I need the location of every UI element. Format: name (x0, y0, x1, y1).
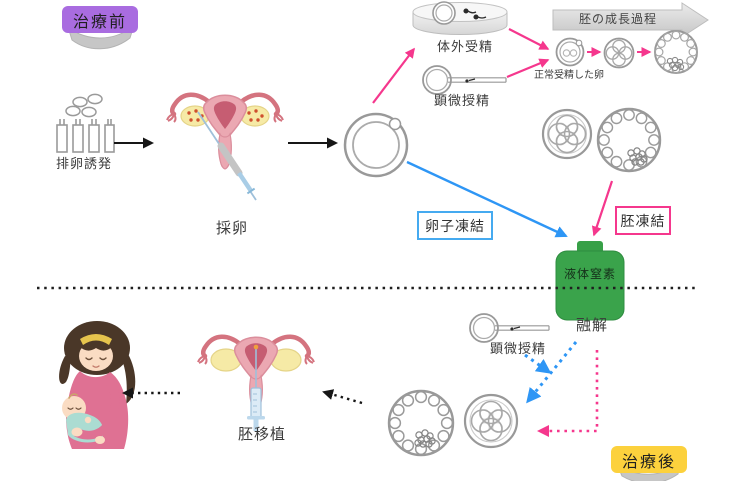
blastocyst-icon (387, 389, 455, 457)
dotted-arrow-icsi-to-embryo (524, 353, 552, 374)
sperm-icon (463, 8, 487, 20)
growth-arrow-banner (552, 2, 709, 38)
flow-arrows (114, 28, 652, 437)
embryo-freezing-label: 胚凍結 (615, 206, 671, 235)
dotted-arrow-thaw-to-embryo (526, 341, 578, 404)
fertilized-egg-icon (555, 37, 585, 67)
arrow-oocyte-to-tank (406, 160, 568, 238)
ribbon-icon (67, 23, 136, 50)
four-cell-embryo-icon (463, 393, 519, 449)
dotted-arrow-thaw-to-4cell (537, 350, 599, 437)
egg-cluster-icon (65, 93, 103, 118)
arrow-embryo-to-tank (591, 180, 614, 237)
egg-freezing-label: 卵子凍結 (417, 211, 493, 240)
label-icsi-top: 顕微授精 (433, 93, 490, 108)
before-treatment-badge: 治療前 (62, 6, 138, 33)
label-embryo-transfer: 胚移植 (237, 426, 286, 443)
sperm-icon (465, 78, 476, 83)
label-embryo-growth-banner: 胚の成長過程 (578, 12, 657, 26)
arrow-oocyte-to-ivf (372, 47, 415, 104)
after-treatment-badge: 治療後 (611, 446, 687, 473)
syringe-icon (247, 344, 265, 431)
icsi-needle-icon (422, 65, 507, 95)
label-icsi-bottom: 顕微授精 (489, 341, 546, 356)
blastocyst-icon (596, 107, 662, 173)
vial-icon (56, 119, 115, 153)
uterus-icon (166, 92, 284, 201)
label-egg-retrieval: 採卵 (215, 220, 248, 237)
petri-dish-icon (412, 1, 508, 35)
label-liquid-nitrogen: 液体窒素 (563, 267, 616, 281)
four-cell-embryo-icon (603, 37, 635, 69)
label-fertilized-egg: 正常受精した卵 (534, 70, 604, 81)
label-ovulation-induction: 排卵誘発 (55, 156, 112, 171)
nitrogen-tank-icon (555, 241, 625, 321)
mother-baby-icon (59, 321, 136, 449)
uterus-icon (197, 334, 315, 431)
sperm-icon (510, 326, 521, 331)
blastocyst-icon (654, 30, 698, 74)
arrow-ivf-to-fertilized (508, 28, 550, 50)
label-ivf: 体外受精 (436, 39, 493, 54)
arrow-icsi-to-fertilized (506, 58, 550, 79)
four-cell-embryo-icon (541, 108, 593, 160)
icsi-needle-icon (469, 313, 550, 343)
ovary-eggs-dots (187, 109, 264, 122)
oocyte-icon (343, 112, 409, 178)
label-thawing: 融解 (575, 317, 608, 334)
retrieval-needle-icon (197, 111, 257, 201)
dotted-arrow-embryo-to-transfer (322, 389, 363, 405)
